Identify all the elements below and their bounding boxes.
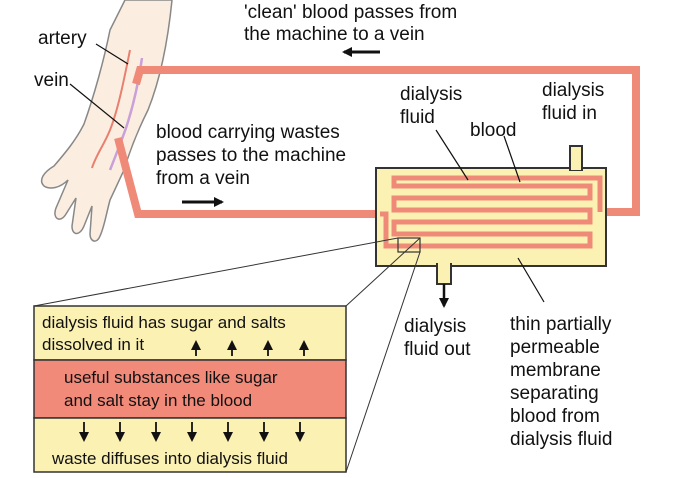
blood-serpentine — [380, 175, 603, 249]
zoom-region — [397, 237, 421, 253]
inset-bottom-text: waste diffuses into dialysis fluid — [52, 449, 288, 468]
inset-bottom-band — [33, 417, 347, 473]
inset-middle-text-1: useful substances like sugar — [64, 368, 278, 387]
blood-label: blood — [470, 120, 517, 141]
artery-label: artery — [38, 28, 87, 49]
down-arrows — [79, 422, 305, 442]
wastes-label-3: from a vein — [156, 168, 250, 189]
clean-blood-label-2: the machine to a vein — [244, 24, 425, 45]
fluid-out-label-2: fluid out — [404, 339, 471, 360]
dialysis-fluid-label-2: fluid — [400, 107, 435, 128]
fluid-in-label-1: dialysis — [542, 80, 605, 101]
membrane-label-3: membrane — [510, 360, 601, 381]
fluid-in-label-2: fluid in — [542, 103, 597, 124]
zoom-lines — [33, 237, 421, 473]
membrane-label-5: blood from — [510, 406, 600, 427]
membrane-label-6: dialysis fluid — [510, 429, 613, 450]
membrane-label-1: thin partially — [510, 314, 612, 335]
vein-label: vein — [34, 70, 69, 91]
fluid-out-label-1: dialysis — [404, 316, 467, 337]
membrane-inset — [33, 305, 347, 473]
clean-blood-label-1: 'clean' blood passes from — [244, 2, 458, 23]
inset-top-text-2: dissolved in it — [42, 335, 145, 354]
wastes-label-2: passes to the machine — [156, 145, 347, 166]
inset-top-band — [33, 305, 347, 361]
inset-top-text-1: dialysis fluid has sugar and salts — [42, 313, 286, 332]
up-arrows — [191, 340, 309, 356]
artery-vessel — [91, 49, 131, 169]
supply-tube — [114, 136, 380, 218]
leader-lines — [69, 43, 545, 303]
inset-middle-text-2: and salt stay in the blood — [64, 391, 253, 410]
membrane-label-4: separating — [510, 383, 599, 404]
dialysis-machine — [375, 145, 607, 285]
return-tube — [132, 66, 640, 216]
membrane-label-2: permeable — [510, 337, 600, 358]
dialysis-fluid-label-1: dialysis — [400, 84, 463, 105]
wastes-label-1: blood carrying wastes — [156, 122, 340, 143]
